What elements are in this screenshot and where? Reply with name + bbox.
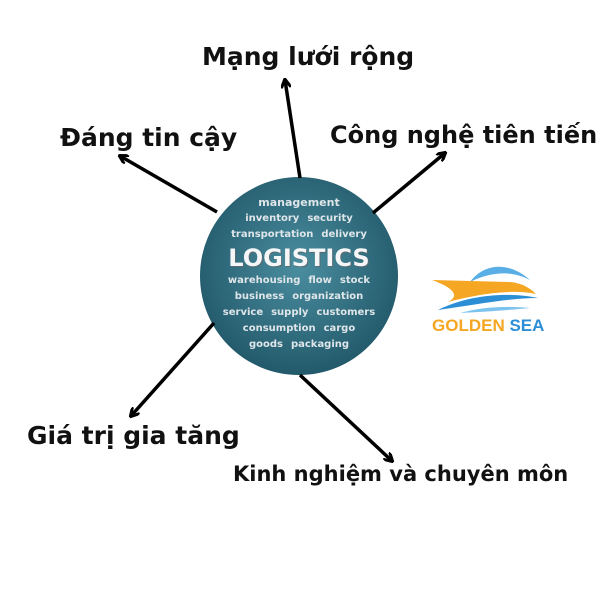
arrow-network — [285, 80, 302, 179]
logo-word-sea: SEA — [509, 316, 545, 335]
logistics-word-cloud: management inventory security transporta… — [200, 177, 398, 375]
golden-sea-logo-text: GOLDEN SEA — [432, 316, 544, 336]
arrow-experience — [298, 373, 392, 461]
arrow-technology — [371, 153, 445, 215]
label-reliable: Đáng tin cậy — [60, 123, 238, 152]
word-supply: supply — [271, 307, 309, 318]
word-warehousing: warehousing — [227, 275, 301, 286]
word-inventory: inventory — [245, 213, 300, 224]
word-packaging: packaging — [290, 339, 350, 350]
label-network: Mạng lưới rộng — [202, 42, 415, 71]
word-consumption: consumption — [242, 323, 316, 334]
logistics-circle — [200, 177, 398, 375]
arrow-value-added — [131, 321, 216, 416]
label-experience: Kinh nghiệm và chuyên môn — [233, 462, 569, 486]
golden-sea-logo-icon — [432, 266, 538, 313]
word-transportation: transportation — [231, 229, 314, 240]
word-stock: stock — [339, 275, 371, 286]
word-goods: goods — [248, 339, 283, 350]
word-flow: flow — [308, 275, 332, 286]
word-management: management — [258, 196, 340, 209]
word-delivery: delivery — [321, 229, 367, 240]
word-organization: organization — [292, 291, 364, 302]
word-business: business — [234, 291, 285, 302]
word-cargo: cargo — [323, 323, 356, 334]
label-value-added: Giá trị gia tăng — [27, 421, 240, 450]
logo-word-golden: GOLDEN — [432, 316, 505, 335]
arrow-reliable — [120, 156, 218, 214]
word-customers: customers — [316, 307, 376, 318]
word-service: service — [222, 307, 264, 318]
word-logistics: LOGISTICS — [228, 244, 370, 272]
label-technology: Công nghệ tiên tiến — [330, 121, 598, 149]
word-security: security — [307, 213, 353, 224]
